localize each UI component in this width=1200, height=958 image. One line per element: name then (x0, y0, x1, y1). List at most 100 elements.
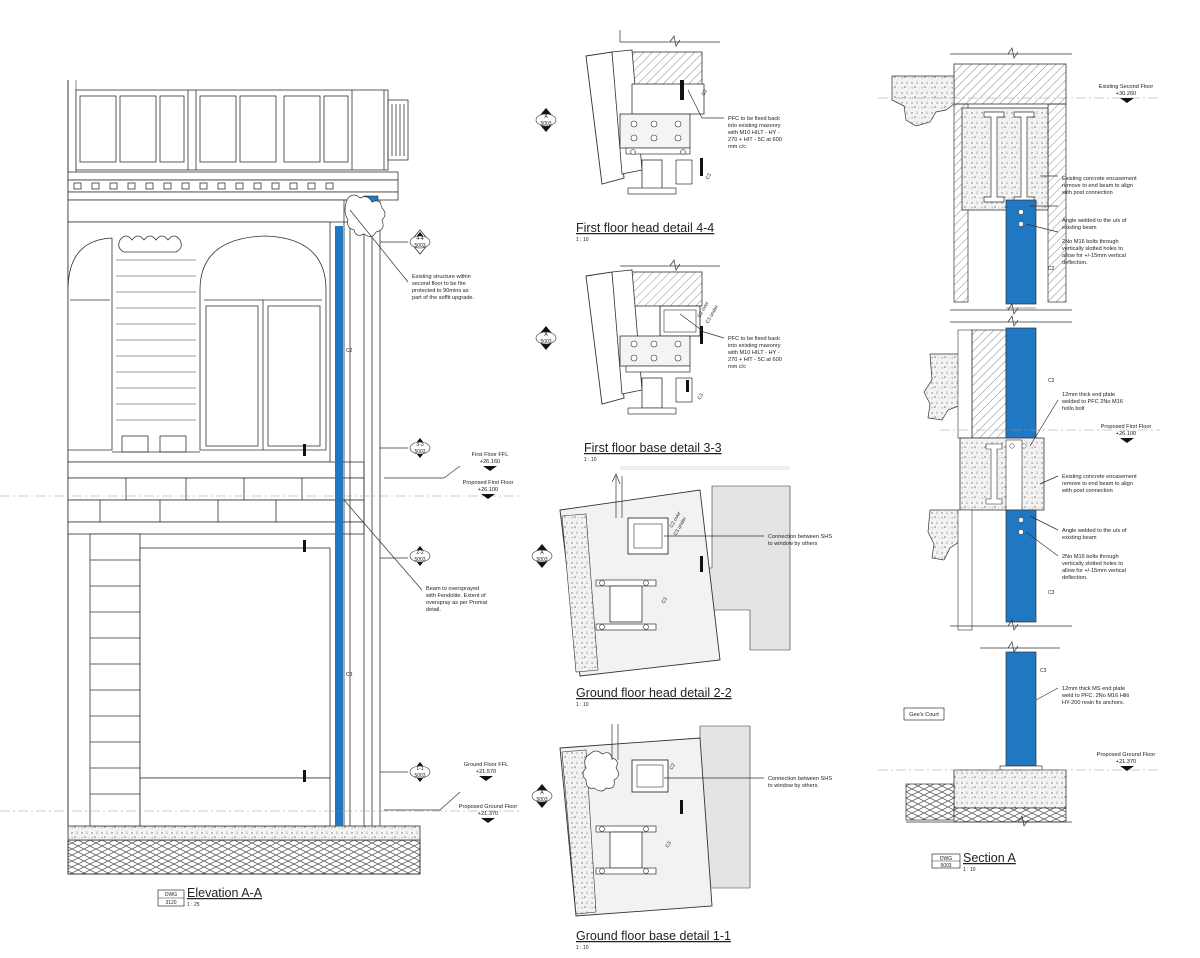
svg-text:Connection between SHS: Connection between SHS (768, 534, 832, 540)
svg-text:Proposed First Floor: Proposed First Floor (1101, 424, 1152, 430)
svg-text:Beam to oversprayed: Beam to oversprayed (426, 586, 479, 592)
detail-4-4: C2 C3 PFC to be fixed back into existing… (535, 30, 782, 243)
svg-text:HY-200 resin fix anchors.: HY-200 resin fix anchors. (1062, 700, 1125, 706)
detail-2-2: C2 over C3 under C3 Connection between S… (531, 466, 832, 708)
svg-text:detail.: detail. (426, 607, 441, 613)
cornice (67, 171, 399, 223)
svg-text:to window by others: to window by others (768, 541, 818, 547)
detail-4-4-title: First floor head detail 4-4 (576, 221, 714, 235)
svg-text:+21.370: +21.370 (1116, 759, 1136, 765)
svg-text:existing beam: existing beam (1062, 535, 1097, 541)
detail-1-1-title: Ground floor base detail 1-1 (576, 929, 731, 943)
svg-text:with M10 HILT - HY -: with M10 HILT - HY - (727, 350, 780, 356)
section-col-c3-a: C3 (1048, 590, 1055, 596)
svg-text:1 : 25: 1 : 25 (187, 902, 200, 908)
svg-text:with post connection: with post connection (1061, 190, 1113, 196)
svg-text:Existing Second Floor: Existing Second Floor (1099, 84, 1154, 90)
detail-2-2-note: Connection between SHS to window by othe… (768, 534, 832, 547)
svg-text:+26.160: +26.160 (480, 459, 500, 465)
svg-text:C2: C2 (701, 88, 710, 97)
section-note-angle-1: Angle welded to the u/s of existing beam (1062, 218, 1127, 231)
note-fire-protection: Existing structure within second floor t… (412, 274, 475, 301)
svg-text:+21.370: +21.370 (478, 811, 498, 817)
detail-1-1-note: Connection between SHS to window by othe… (768, 776, 832, 789)
svg-text:A: A (540, 790, 544, 796)
detail-3-3-note: PFC to be fixed back into existing mason… (727, 336, 782, 370)
section-note-angle-2: Angle welded to the u/s of existing beam (1062, 528, 1127, 541)
detail-4-4-note: PFC to be fixed back into existing mason… (727, 116, 782, 150)
svg-text:2No M16 bolts through: 2No M16 bolts through (1062, 239, 1119, 245)
detail-4-4-section-tag: A 5003 (535, 108, 557, 132)
svg-text:vertically slotted holes to: vertically slotted holes to (1062, 246, 1123, 252)
svg-text:12mm thick end plate: 12mm thick end plate (1062, 392, 1115, 398)
tag-3-3-id: 3-3 (416, 442, 423, 448)
svg-text:1 : 10: 1 : 10 (576, 945, 589, 951)
section-note-base: 12mm thick MS end plate weld to PFC. 2No… (1061, 686, 1129, 706)
svg-text:into existing masonry: into existing masonry (728, 123, 781, 129)
steel-column-elevation (335, 226, 343, 826)
svg-text:DWG: DWG (940, 856, 952, 862)
section-note-bolts-1: 2No M16 bolts through vertically slotted… (1062, 239, 1126, 266)
svg-text:1 : 10: 1 : 10 (584, 457, 597, 463)
section-col-c3-b: C3 (1040, 668, 1047, 674)
detail-1-1-section-tag: A 5003 (531, 784, 553, 808)
svg-text:deflection.: deflection. (1062, 260, 1088, 266)
svg-text:remove to end beam to align: remove to end beam to align (1062, 183, 1133, 189)
section-level-first: Proposed First Floor +26.100 (1101, 424, 1152, 443)
svg-text:DWG: DWG (165, 892, 177, 898)
svg-text:1 : 10: 1 : 10 (576, 237, 589, 243)
svg-text:Existing structure within: Existing structure within (412, 274, 471, 280)
attic-windows (75, 89, 409, 171)
section-a: Existing Second Floor +30.260 Proposed F… (878, 47, 1160, 873)
first-floor-windows (67, 221, 331, 463)
svg-text:5003: 5003 (540, 339, 551, 345)
svg-text:Existing concrete encasement: Existing concrete encasement (1062, 474, 1137, 480)
svg-text:into existing masonry: into existing masonry (728, 343, 781, 349)
svg-text:Existing concrete encasement: Existing concrete encasement (1062, 176, 1137, 182)
section-note-bolts-2: 2No M16 bolts through vertically slotted… (1062, 554, 1126, 581)
ground-floor-front (89, 533, 331, 827)
tag-4-4: 4-4 5003 (409, 229, 431, 255)
tag-1-1: 1-1 5003 (409, 762, 431, 782)
column-label-c2: C2 (346, 348, 353, 354)
note-fendolite: Beam to oversprayed with Fendolite. Exte… (425, 586, 488, 613)
level-proposed-ground: Proposed Ground Floor +21.370 (459, 804, 517, 823)
svg-text:270 + HIT - 5C at 600: 270 + HIT - 5C at 600 (728, 357, 782, 363)
section-level-second: Existing Second Floor +30.260 (1099, 84, 1154, 103)
tag-2-2-id: 2-2 (416, 550, 423, 556)
svg-text:remove to end beam to align: remove to end beam to align (1062, 481, 1133, 487)
svg-text:C3: C3 (705, 172, 714, 181)
svg-text:12mm thick MS end plate: 12mm thick MS end plate (1062, 686, 1125, 692)
svg-text:+21.570: +21.570 (476, 769, 496, 775)
svg-text:Ground Floor FFL: Ground Floor FFL (464, 762, 508, 768)
svg-text:to window by others.: to window by others. (768, 783, 819, 789)
tag-1-1-ref: 5003 (414, 773, 425, 779)
tag-3-3-ref: 5003 (414, 449, 425, 455)
level-ground-ffl: Ground Floor FFL +21.570 (464, 762, 508, 781)
svg-text:270 + HIT - 5C at 600: 270 + HIT - 5C at 600 (728, 137, 782, 143)
svg-text:C3: C3 (665, 840, 674, 849)
section-title: Section A (963, 851, 1016, 865)
svg-text:5003: 5003 (940, 863, 951, 869)
svg-text:Proposed Ground Floor: Proposed Ground Floor (1097, 752, 1156, 758)
elevation-title-block: DWG 3120 Elevation A-A 1 : 25 (157, 886, 263, 908)
tag-4-4-ref: 5003 (414, 243, 425, 249)
svg-text:Proposed First Floor: Proposed First Floor (463, 480, 514, 486)
svg-text:5003: 5003 (536, 557, 547, 563)
svg-text:3120: 3120 (165, 900, 176, 906)
detail-2-2-title: Ground floor head detail 2-2 (576, 686, 732, 700)
column-label-c3: C3 (346, 672, 353, 678)
svg-text:Connection between SHS: Connection between SHS (768, 776, 832, 782)
tag-4-4-id: 4-4 (416, 236, 423, 242)
level-markers (303, 444, 306, 782)
tag-1-1-id: 1-1 (416, 766, 423, 772)
section-col-c2-b: C2 (1048, 378, 1055, 384)
svg-text:A: A (540, 550, 544, 556)
svg-text:+26.100: +26.100 (478, 487, 498, 493)
svg-text:Angle welded to the u/s of: Angle welded to the u/s of (1062, 528, 1127, 534)
tag-3-3: 3-3 5003 (409, 438, 431, 458)
svg-text:+26.100: +26.100 (1116, 431, 1136, 437)
svg-text:A: A (544, 332, 548, 338)
svg-text:PFC to be fixed back: PFC to be fixed back (728, 116, 780, 122)
